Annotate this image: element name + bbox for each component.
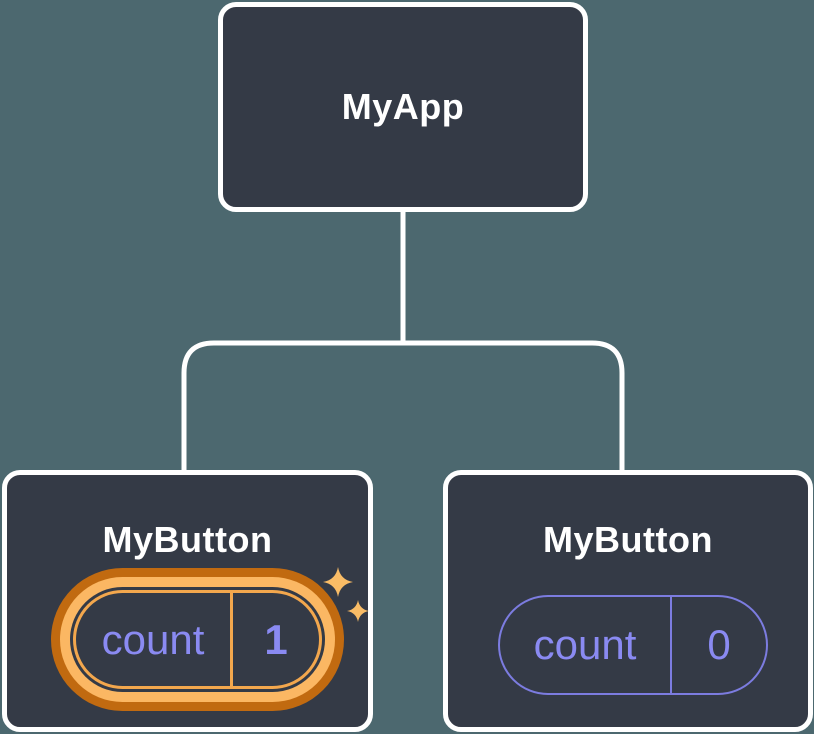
node-label-myapp: MyApp bbox=[341, 86, 465, 127]
sparkle-icon bbox=[323, 567, 369, 622]
state-value: 0 bbox=[707, 621, 731, 668]
tree-node-root: MyApp bbox=[218, 2, 588, 212]
state-value-cell: 0 bbox=[672, 597, 766, 693]
connector-branch bbox=[181, 340, 625, 471]
state-value: 1 bbox=[264, 615, 288, 663]
state-name-cell: count bbox=[76, 593, 230, 686]
state-name-label: count bbox=[101, 615, 205, 663]
node-label-mybutton: MyButton bbox=[543, 519, 713, 560]
pill-divider bbox=[230, 593, 233, 686]
state-name-label: count bbox=[533, 621, 637, 668]
state-pill: count 0 bbox=[498, 595, 768, 695]
state-value-cell: 1 bbox=[233, 593, 319, 686]
tree-node-mybutton-plain: MyButton count 0 bbox=[443, 470, 813, 732]
state-name-cell: count bbox=[500, 597, 670, 693]
tree-node-mybutton-highlighted: MyButton count 1 bbox=[2, 470, 373, 732]
state-pill-highlighted: count 1 bbox=[73, 590, 322, 689]
node-label-mybutton: MyButton bbox=[102, 519, 273, 560]
pill-divider bbox=[670, 597, 672, 693]
